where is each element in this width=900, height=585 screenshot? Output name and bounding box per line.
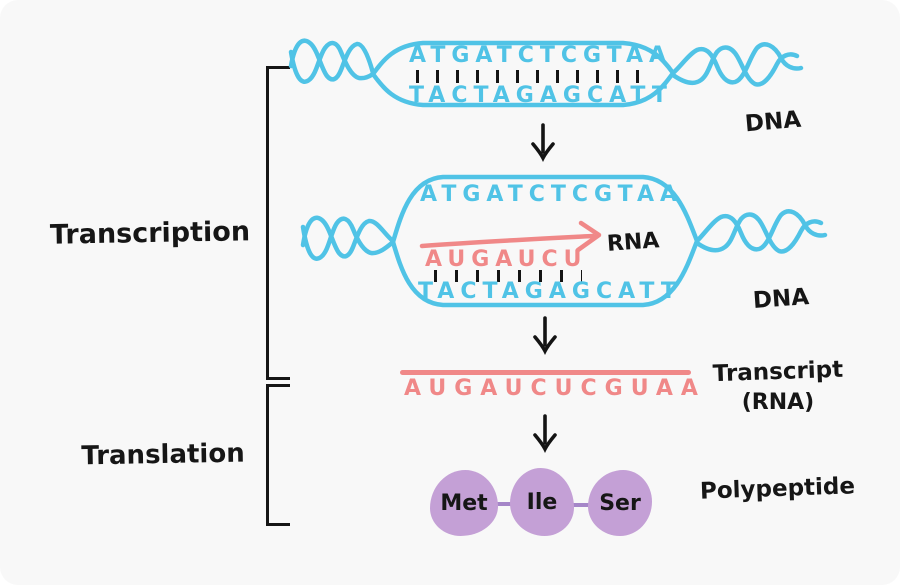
dna-coding-strand-top: ATGATCTCGTAA bbox=[409, 43, 673, 68]
translation-label: Translation bbox=[81, 438, 245, 472]
polypeptide-label: Polypeptide bbox=[699, 473, 856, 505]
rna-direction-arrow-icon bbox=[419, 220, 602, 253]
peptide-bond bbox=[568, 503, 594, 507]
down-arrow-icon bbox=[531, 123, 555, 163]
dna-label-middle: DNA bbox=[752, 284, 810, 314]
down-arrow-icon bbox=[533, 414, 557, 454]
amino-acid-met: Met bbox=[430, 470, 498, 536]
down-arrow-icon bbox=[533, 316, 557, 356]
transcript-label: Transcript bbox=[712, 356, 844, 388]
rna-partial-strand: AUGAUCU bbox=[425, 247, 588, 272]
base-pair-ticks-top bbox=[416, 70, 656, 83]
transcript-backbone-line bbox=[400, 370, 691, 375]
dna-template-strand-top: TACTAGAGCATT bbox=[409, 83, 673, 108]
transcript-rna-sublabel: (RNA) bbox=[741, 390, 815, 415]
closed-dna-helix-icon bbox=[288, 38, 804, 108]
amino-acid-ile: Ile bbox=[510, 468, 574, 536]
transcription-bracket bbox=[266, 66, 290, 380]
rna-arrow-label: RNA bbox=[606, 228, 661, 257]
amino-acid-ser: Ser bbox=[588, 470, 652, 536]
transcription-label: Transcription bbox=[49, 216, 251, 251]
open-dna-transcription-bubble-icon bbox=[300, 174, 828, 308]
peptide-bond bbox=[492, 502, 516, 506]
translation-bracket bbox=[266, 384, 290, 526]
dna-label-top: DNA bbox=[743, 106, 803, 138]
dna-coding-strand-middle: ATGATCTCGTAA bbox=[420, 182, 684, 207]
base-pair-ticks-middle bbox=[434, 270, 582, 282]
transcript-rna-sequence: AUGAUCUCGUAA bbox=[404, 376, 706, 401]
dna-template-strand-middle: TACTAGAGCATT bbox=[418, 279, 682, 304]
